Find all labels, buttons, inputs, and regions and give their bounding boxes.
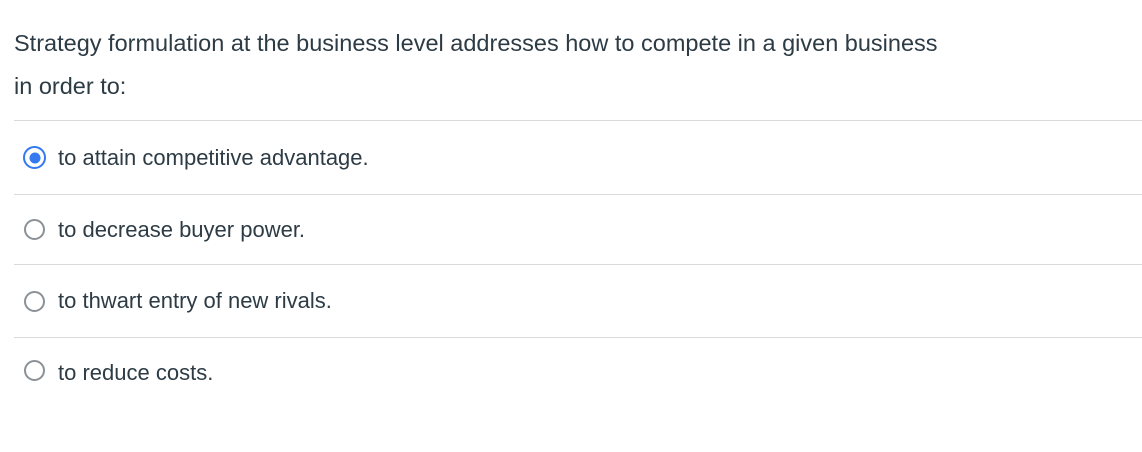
answer-option-row[interactable]: to thwart entry of new rivals. bbox=[14, 264, 1142, 337]
answer-option-label: to attain competitive advantage. bbox=[58, 144, 369, 170]
question-text: Strategy formulation at the business lev… bbox=[0, 0, 1142, 108]
answer-option-label: to thwart entry of new rivals. bbox=[58, 288, 332, 313]
question-line-1: Strategy formulation at the business lev… bbox=[14, 30, 938, 56]
question-line-2: in order to: bbox=[14, 73, 127, 99]
answer-option-row[interactable]: to attain competitive advantage. bbox=[14, 120, 1142, 194]
radio-button-icon[interactable] bbox=[24, 219, 45, 240]
radio-button-icon[interactable] bbox=[24, 360, 45, 381]
radio-button-icon[interactable] bbox=[23, 146, 46, 169]
answer-options-list: to attain competitive advantage. to decr… bbox=[0, 120, 1142, 422]
answer-option-label: to reduce costs. bbox=[58, 360, 214, 385]
radio-button-icon[interactable] bbox=[24, 290, 45, 312]
answer-option-label: to decrease buyer power. bbox=[58, 216, 306, 242]
answer-option-row[interactable]: to decrease buyer power. bbox=[14, 194, 1142, 264]
answer-option-row[interactable]: to reduce costs. bbox=[14, 337, 1142, 422]
